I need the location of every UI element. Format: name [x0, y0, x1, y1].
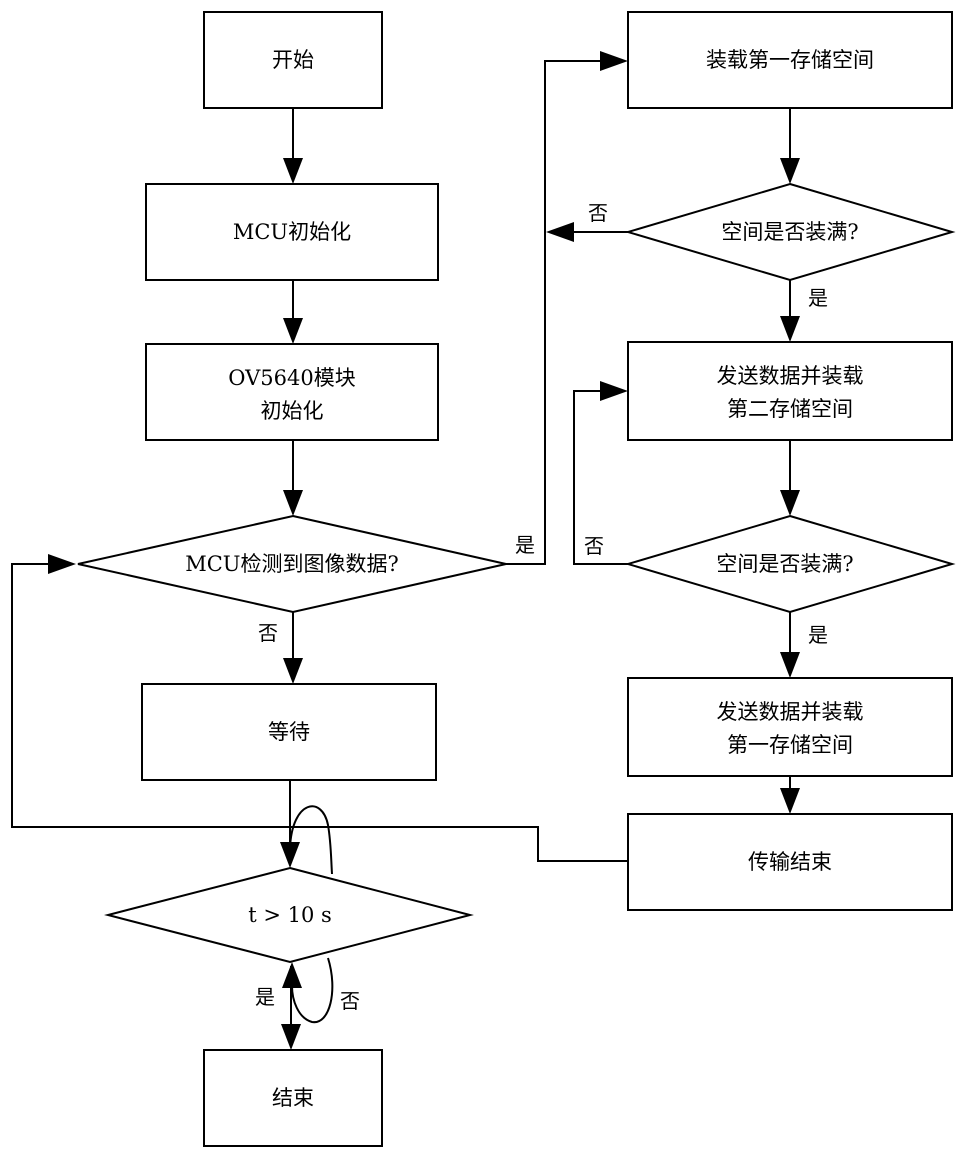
- node-ov-init-label-1: OV5640模块: [228, 366, 355, 390]
- node-load-first: 装载第一存储空间: [627, 11, 953, 109]
- edge-label-full2-yes: 是: [808, 623, 828, 647]
- edge-label-detect-yes: 是: [515, 533, 535, 557]
- arrowhead: [48, 554, 76, 574]
- node-mcu-init-label: MCU初始化: [233, 220, 351, 244]
- arrowhead: [780, 316, 800, 342]
- node-send-load-first-label-1: 发送数据并装载: [717, 700, 864, 724]
- edge-label-full1-yes: 是: [808, 286, 828, 310]
- node-full-2-label: 空间是否装满?: [716, 552, 853, 576]
- arrowhead: [283, 658, 303, 684]
- arrowhead: [780, 490, 800, 516]
- node-ov-init-label-2: 初始化: [261, 399, 324, 423]
- node-ov-init: OV5640模块 初始化: [145, 343, 439, 441]
- arrowhead: [546, 222, 574, 242]
- node-detect: MCU检测到图像数据?: [77, 514, 507, 614]
- node-end: 结束: [203, 1049, 383, 1147]
- node-full-1: 空间是否装满?: [624, 182, 956, 282]
- node-send-load-second-label-1: 发送数据并装载: [717, 364, 864, 388]
- node-send-load-second-label-2: 第二存储空间: [727, 397, 853, 421]
- arrowhead: [280, 842, 300, 868]
- node-send-load-first: 发送数据并装载 第一存储空间: [627, 677, 953, 777]
- arrowhead: [281, 1024, 301, 1050]
- node-wait-label: 等待: [268, 720, 310, 744]
- node-load-first-label: 装载第一存储空间: [706, 48, 874, 72]
- node-send-load-second: 发送数据并装载 第二存储空间: [627, 341, 953, 441]
- node-full-2: 空间是否装满?: [624, 514, 956, 614]
- edge-label-timeout-no: 否: [340, 989, 360, 1013]
- node-end-label: 结束: [272, 1086, 314, 1110]
- edge-full2-no-loop: [573, 390, 628, 565]
- arrowhead: [282, 962, 302, 988]
- edges: [11, 51, 800, 1050]
- arrowhead: [600, 381, 628, 401]
- arrowhead: [780, 652, 800, 678]
- arrowhead: [600, 51, 628, 71]
- edge-timeout-self-loop-bottom: [291, 957, 334, 1024]
- node-send-load-first-label-2: 第一存储空间: [727, 733, 853, 757]
- edge-label-full2-no: 否: [584, 534, 604, 558]
- edge-timeout-self-loop-top: [289, 805, 333, 875]
- arrowhead: [283, 490, 303, 516]
- node-mcu-init: MCU初始化: [145, 183, 439, 281]
- node-start-label: 开始: [272, 48, 314, 72]
- edge-label-detect-no: 否: [258, 621, 278, 645]
- node-timeout: t > 10 s: [104, 866, 474, 964]
- arrowhead: [780, 158, 800, 184]
- node-detect-label: MCU检测到图像数据?: [185, 552, 399, 576]
- edge-transfer-end-to-detect: [11, 563, 628, 862]
- arrowhead: [283, 318, 303, 344]
- node-wait: 等待: [141, 683, 437, 781]
- node-start: 开始: [203, 11, 383, 109]
- node-full-1-label: 空间是否装满?: [721, 220, 858, 244]
- edge-labels: 是 否 否 是 否 是 是 否: [255, 201, 828, 1013]
- node-transfer-end-label: 传输结束: [748, 850, 832, 874]
- edge-label-full1-no: 否: [588, 201, 608, 225]
- edge-label-timeout-yes: 是: [255, 985, 275, 1009]
- node-timeout-label: t > 10 s: [248, 903, 332, 927]
- arrowhead: [283, 158, 303, 184]
- edge-detect-yes-to-load-first: [506, 60, 600, 565]
- arrowhead: [780, 788, 800, 814]
- node-transfer-end: 传输结束: [627, 813, 953, 911]
